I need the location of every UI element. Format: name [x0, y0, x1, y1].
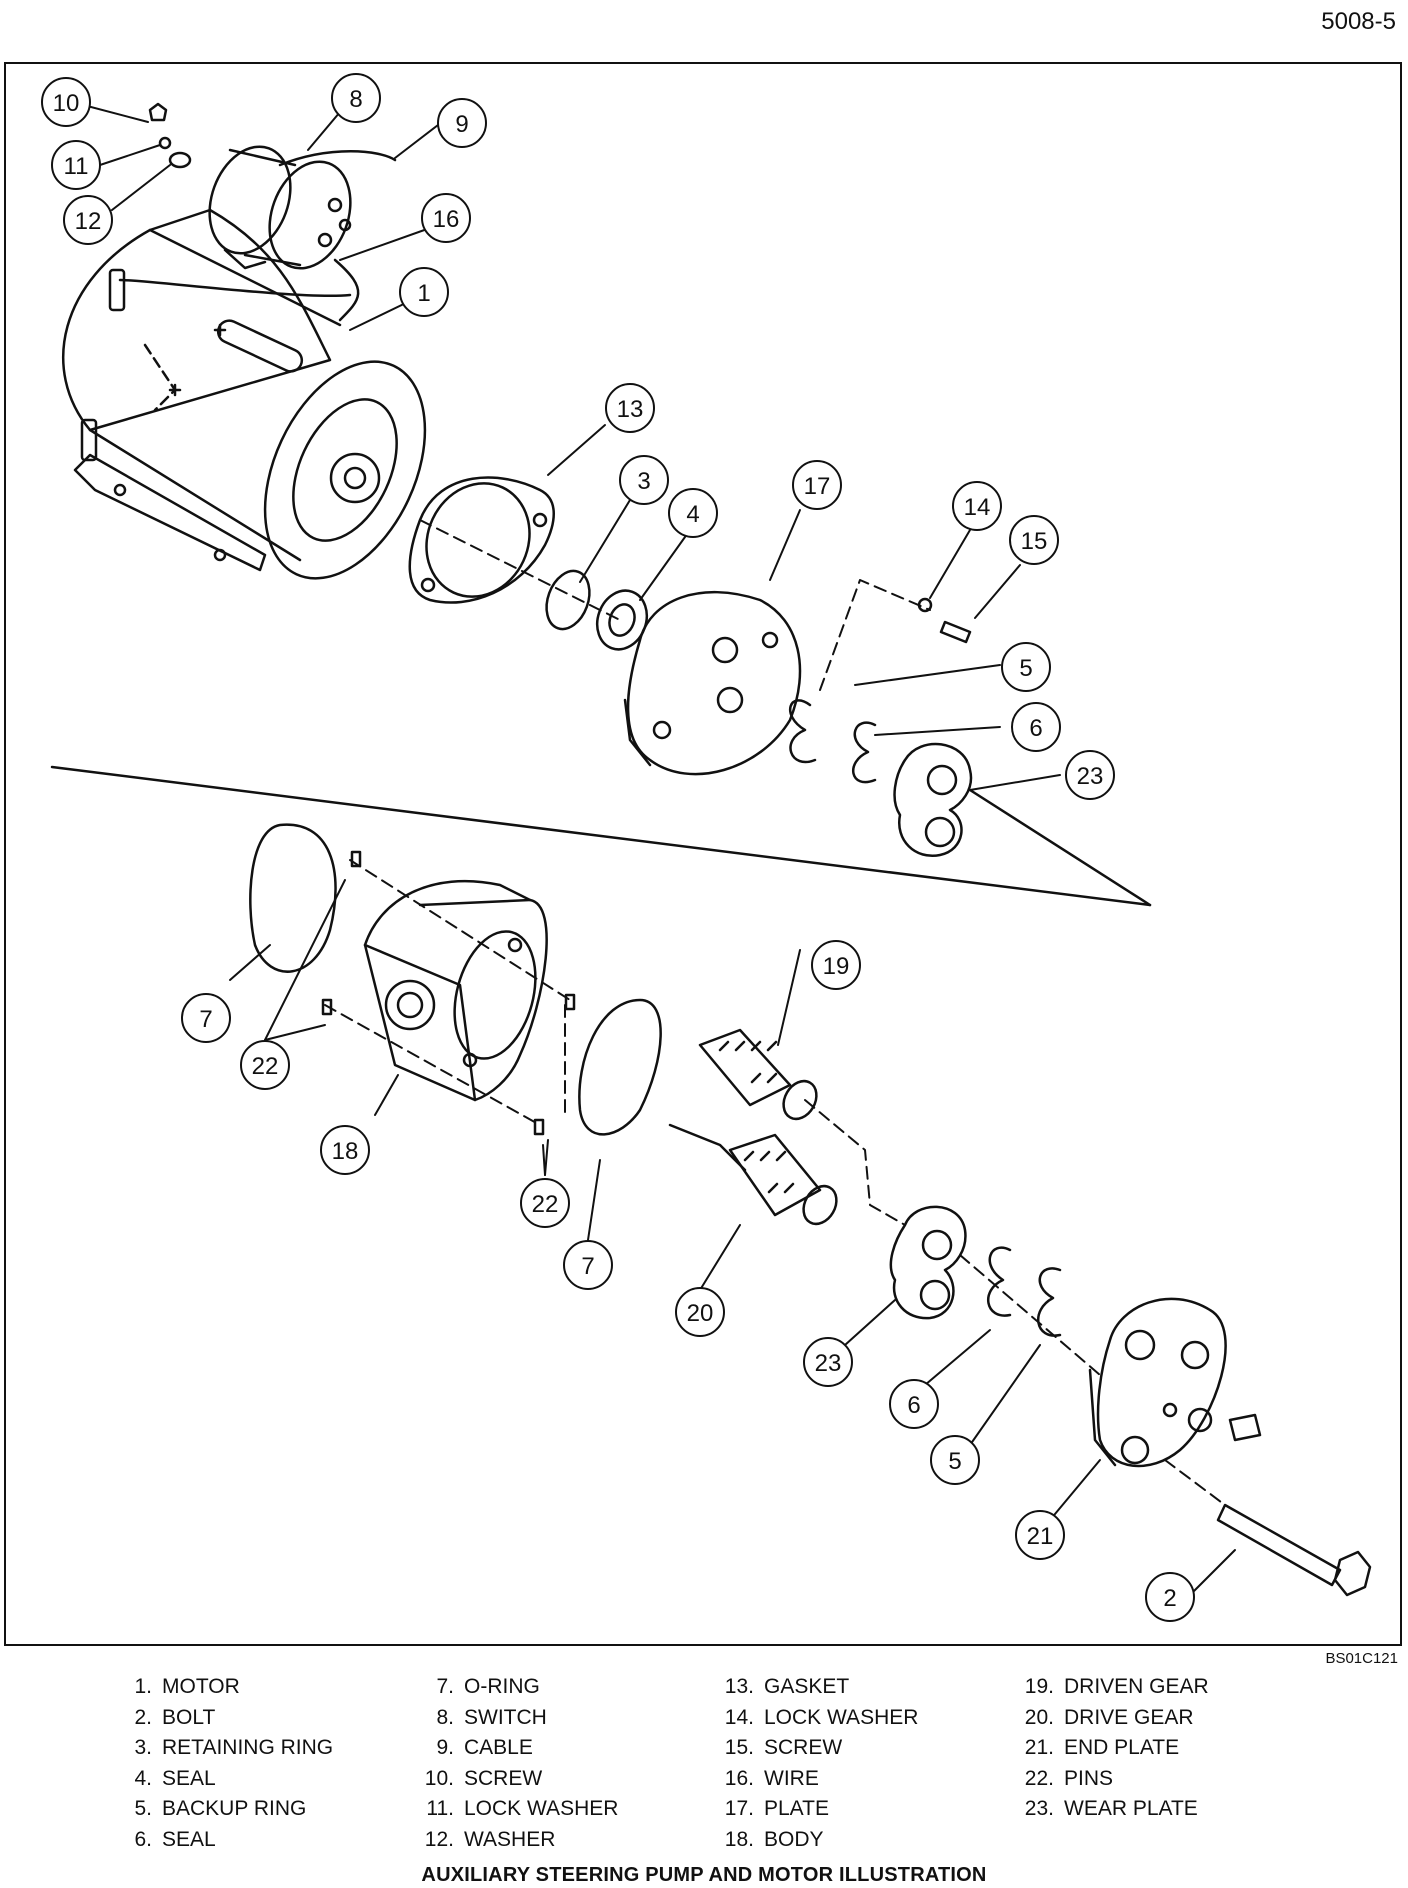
motor-drawing — [61, 208, 427, 580]
exploded-pump-diagram: 10 8 9 11 12 16 1 13 3 4 17 14 15 5 6 23… — [41, 73, 1372, 1622]
legend-item: 3.RETAINING RING — [134, 1736, 334, 1760]
svg-text:22: 22 — [252, 1053, 279, 1080]
legend-item: 15.SCREW — [724, 1736, 843, 1760]
drive-gear-drawing — [668, 1123, 838, 1226]
legend-item: 18.BODY — [724, 1827, 824, 1851]
svg-text:4: 4 — [686, 501, 699, 528]
pin-drawing — [350, 850, 362, 868]
o-ring-drawing-right — [578, 998, 662, 1136]
legend-item: 6.SEAL — [134, 1827, 216, 1851]
svg-text:3: 3 — [637, 468, 650, 495]
svg-text:15: 15 — [1021, 528, 1048, 555]
svg-text:21: 21 — [1027, 1523, 1054, 1550]
plate-drawing — [623, 591, 802, 776]
seal-drawing-lower — [986, 1246, 1012, 1317]
body-drawing — [363, 879, 548, 1102]
legend-item: 12.WASHER — [424, 1827, 556, 1851]
svg-text:13: 13 — [617, 396, 644, 423]
figure-caption: AUXILIARY STEERING PUMP AND MOTOR ILLUST… — [421, 1864, 987, 1886]
pin-drawing — [564, 993, 576, 1011]
legend-item: 16.WIRE — [724, 1766, 819, 1790]
legend-column: 1.MOTOR 2.BOLT 3.RETAINING RING 4.SEAL 5… — [118, 1672, 333, 1856]
legend-item: 20.DRIVE GEAR — [1024, 1705, 1194, 1729]
legend-item: 22.PINS — [1024, 1766, 1114, 1790]
backup-ring-drawing-upper — [788, 699, 817, 764]
figure-code: BS01C121 — [1325, 1650, 1398, 1667]
svg-text:7: 7 — [581, 1253, 594, 1280]
legend-item: 10.SCREW — [424, 1766, 543, 1790]
pin-drawing — [321, 998, 333, 1016]
legend-column: 13.GASKET 14.LOCK WASHER 15.SCREW 16.WIR… — [720, 1672, 919, 1856]
legend-item: 2.BOLT — [134, 1705, 216, 1729]
svg-text:16: 16 — [433, 206, 460, 233]
pin-drawing — [533, 1118, 545, 1136]
bolt-drawing — [1216, 1503, 1372, 1597]
wear-plate-drawing-upper — [893, 742, 973, 858]
legend-item: 23.WEAR PLATE — [1024, 1797, 1198, 1821]
svg-text:23: 23 — [1077, 763, 1104, 790]
wear-plate-drawing-lower — [889, 1205, 967, 1320]
svg-text:9: 9 — [455, 111, 468, 138]
page-number: 5008-5 — [1321, 8, 1396, 35]
svg-text:23: 23 — [815, 1350, 842, 1377]
svg-text:5: 5 — [1019, 655, 1032, 682]
svg-text:6: 6 — [907, 1392, 920, 1419]
legend-item: 21.END PLATE — [1024, 1736, 1180, 1760]
svg-text:6: 6 — [1029, 715, 1042, 742]
legend-item: 13.GASKET — [724, 1675, 850, 1698]
callout-numbers: 10 8 9 11 12 16 1 13 3 4 17 14 15 5 6 23… — [53, 86, 1177, 1612]
svg-text:1: 1 — [417, 280, 430, 307]
seal-drawing-upper — [851, 721, 877, 784]
leader-arrows — [71, 101, 1236, 1601]
svg-text:5: 5 — [948, 1448, 961, 1475]
screw-drawing — [939, 620, 972, 644]
legend-item: 8.SWITCH — [436, 1705, 547, 1729]
legend-item: 14.LOCK WASHER — [724, 1705, 919, 1729]
svg-text:18: 18 — [332, 1138, 359, 1165]
svg-text:19: 19 — [823, 953, 850, 980]
svg-text:12: 12 — [75, 208, 102, 235]
svg-text:22: 22 — [532, 1191, 559, 1218]
backup-ring-drawing-lower — [1037, 1267, 1062, 1337]
parts-legend: 1.MOTOR 2.BOLT 3.RETAINING RING 4.SEAL 5… — [0, 1672, 1408, 1872]
wire-drawing — [333, 258, 360, 322]
legend-item: 5.BACKUP RING — [134, 1797, 307, 1821]
svg-text:20: 20 — [687, 1300, 714, 1327]
illustration-frame — [4, 62, 1402, 1646]
svg-text:11: 11 — [64, 153, 89, 180]
legend-column: 7.O-RING 8.SWITCH 9.CABLE 10.SCREW 11.LO… — [420, 1672, 619, 1856]
legend-item: 17.PLATE — [724, 1797, 829, 1821]
legend-item: 4.SEAL — [134, 1766, 216, 1790]
gasket-drawing — [408, 476, 555, 604]
svg-text:2: 2 — [1163, 1585, 1176, 1612]
switch-drawing — [208, 145, 352, 270]
cable-drawing — [278, 150, 397, 167]
svg-text:14: 14 — [964, 494, 991, 521]
small-hardware-drawing — [148, 102, 192, 169]
legend-column: 19.DRIVEN GEAR 20.DRIVE GEAR 21.END PLAT… — [1020, 1672, 1209, 1825]
retaining-ring-drawing — [545, 569, 591, 631]
svg-text:10: 10 — [53, 90, 80, 117]
svg-text:7: 7 — [199, 1006, 212, 1033]
legend-item: 11.LOCK WASHER — [426, 1797, 619, 1821]
legend-item: 1.MOTOR — [134, 1675, 240, 1698]
svg-text:17: 17 — [804, 473, 831, 500]
legend-item: 9.CABLE — [436, 1736, 533, 1760]
o-ring-drawing-left — [249, 823, 337, 973]
end-plate-drawing — [1088, 1297, 1262, 1468]
legend-item: 7.O-RING — [436, 1675, 540, 1698]
callout-circles — [41, 73, 1195, 1622]
legend-item: 19.DRIVEN GEAR — [1024, 1675, 1209, 1698]
svg-text:8: 8 — [349, 86, 362, 113]
driven-gear-drawing — [698, 1028, 818, 1121]
